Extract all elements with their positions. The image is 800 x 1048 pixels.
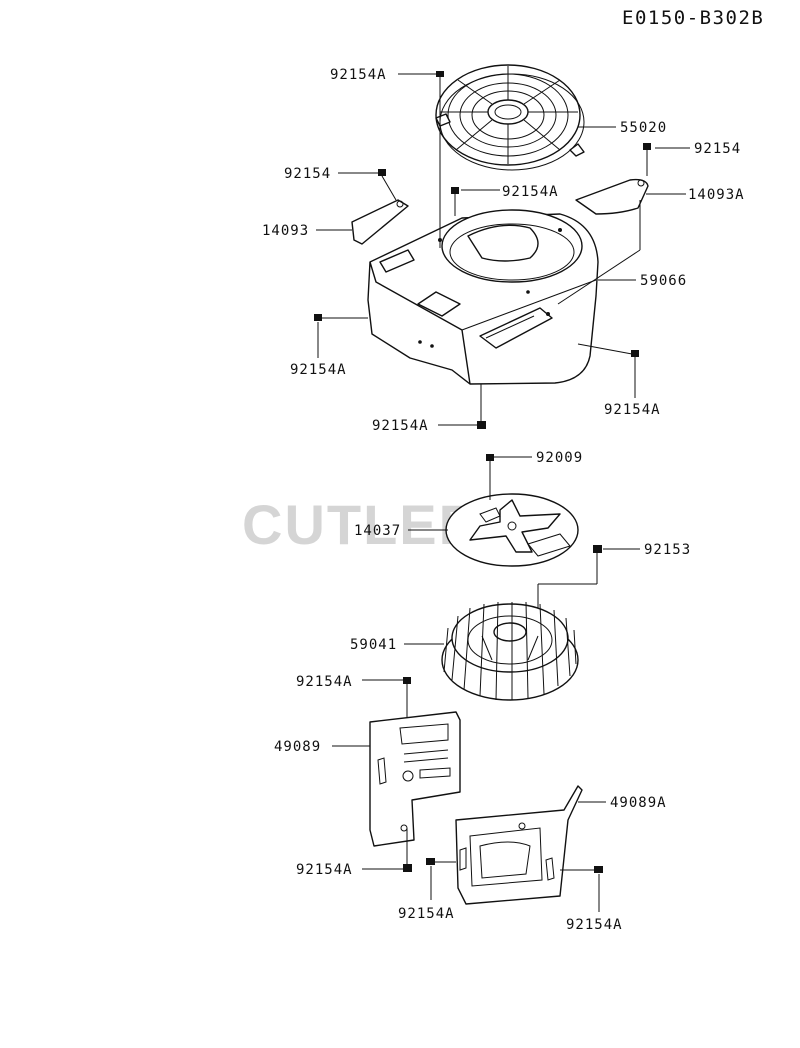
label-92154A-coverA-left: 92154A — [398, 906, 455, 922]
label-92154A-housing-bottom: 92154A — [372, 418, 429, 434]
watermark: CUTLER — [242, 493, 481, 556]
bolt-92154A-coverA-left — [426, 858, 456, 865]
flywheel-59041 — [441, 601, 579, 701]
label-14037: 14037 — [354, 523, 401, 539]
plate-14093A — [575, 178, 649, 215]
bolt-92154A-cover-top — [403, 677, 411, 718]
label-59041: 59041 — [350, 637, 397, 653]
label-92154A-cover-top: 92154A — [296, 674, 353, 690]
bolt-92154A-housing-bottom — [477, 384, 486, 429]
label-92154A-top: 92154A — [330, 67, 387, 83]
blower-housing-59066 — [367, 209, 599, 385]
bolt-92154-right — [643, 143, 651, 176]
bolt-92154A-cover-bottom — [403, 828, 412, 872]
bolt-92154A-coverA-right — [560, 866, 603, 873]
label-49089A: 49089A — [610, 795, 667, 811]
label-92154A-housing-left: 92154A — [290, 362, 347, 378]
label-14093: 14093 — [262, 223, 309, 239]
leader-lines — [316, 73, 690, 912]
label-92154A-coverA-right: 92154A — [566, 917, 623, 933]
bolt-92009 — [486, 454, 494, 500]
label-59066: 59066 — [640, 273, 687, 289]
screen-14037 — [445, 493, 579, 567]
label-92153: 92153 — [644, 542, 691, 558]
bolt-92154A-mid — [451, 187, 459, 216]
cover-49089A — [455, 785, 583, 905]
label-55020: 55020 — [620, 120, 667, 136]
label-49089: 49089 — [274, 739, 321, 755]
diagram-code: E0150-B302B — [622, 7, 764, 29]
label-92154A-cover-bottom: 92154A — [296, 862, 353, 878]
bolt-92154A-housing-right — [631, 350, 639, 357]
label-92009: 92009 — [536, 450, 583, 466]
part-labels: 92154A 55020 92154 92154 92154A 14093A 1… — [262, 67, 745, 933]
label-92154-left: 92154 — [284, 166, 331, 182]
fan-guard-55020 — [435, 64, 585, 171]
label-92154A-housing-right: 92154A — [604, 402, 661, 418]
label-92154A-mid: 92154A — [502, 184, 559, 200]
plate-14093 — [351, 199, 409, 245]
cover-49089 — [369, 711, 461, 847]
bolt-92154A-top — [436, 71, 444, 248]
label-14093A: 14093A — [688, 187, 745, 203]
bolt-92154-left — [378, 169, 397, 201]
label-92154-right: 92154 — [694, 141, 741, 157]
bolt-92154A-housing-left — [314, 314, 368, 321]
